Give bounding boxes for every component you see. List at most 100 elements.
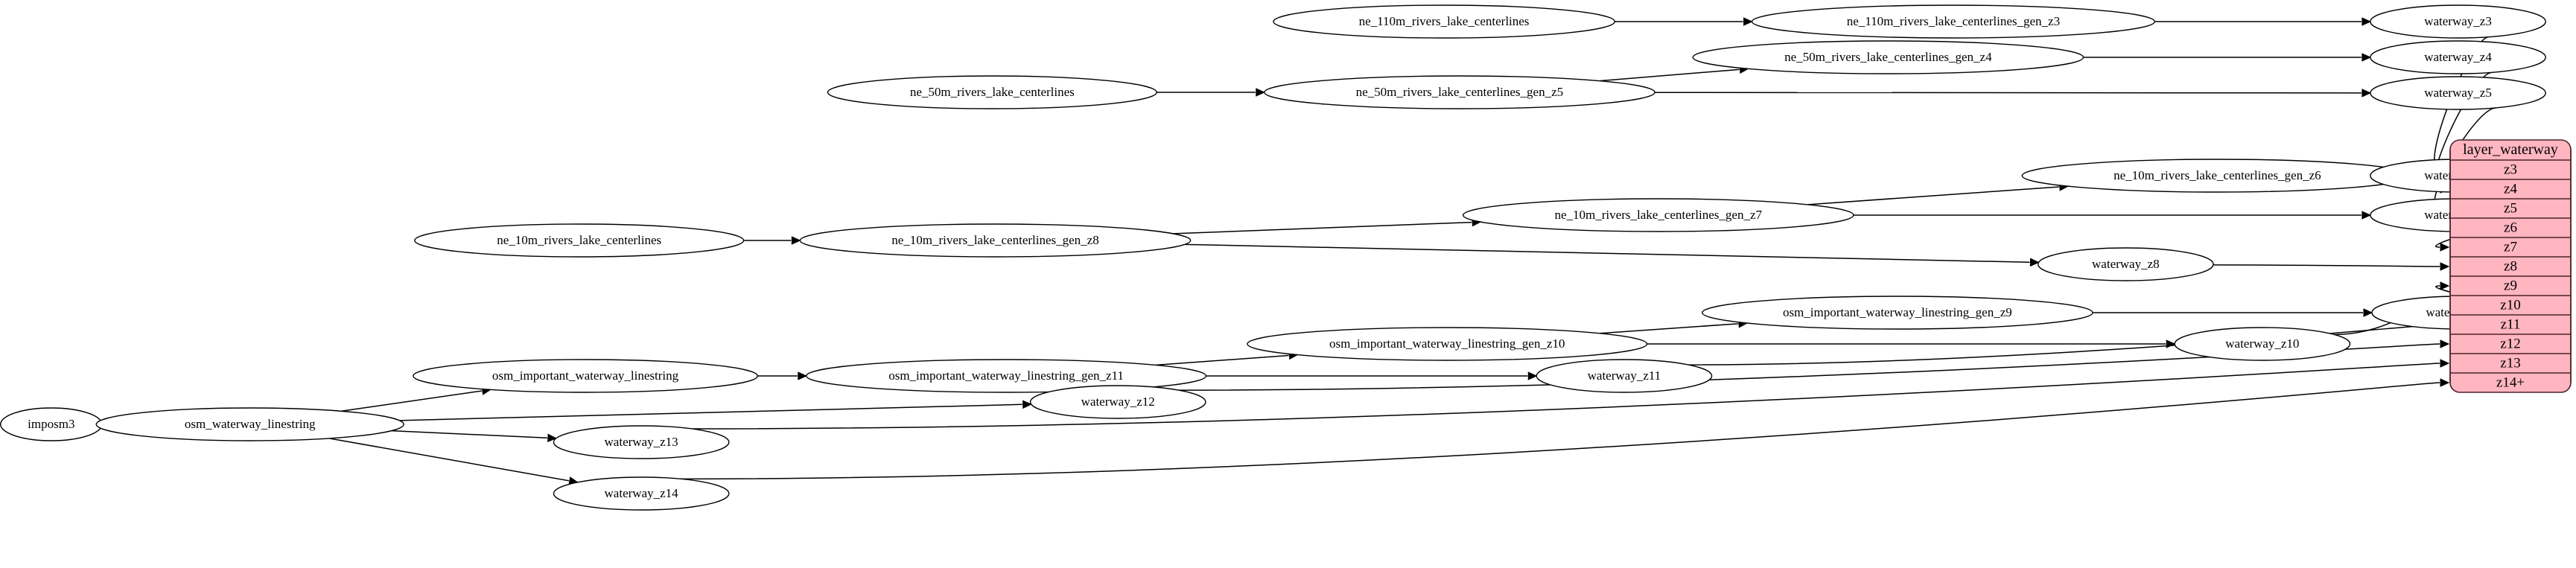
graph-node[interactable]: imposm3 xyxy=(0,407,103,441)
graph-node[interactable]: osm_waterway_linestring xyxy=(95,407,404,441)
graph-node[interactable]: waterway_z3 xyxy=(2370,4,2546,39)
node-ellipse xyxy=(1751,4,2156,39)
graph-node[interactable]: osm_important_waterway_linestring xyxy=(413,359,758,393)
edge-arrowhead xyxy=(2440,243,2450,252)
graph-node[interactable]: ne_110m_rivers_lake_centerlines_gen_z3 xyxy=(1751,4,2156,39)
node-label: osm_important_waterway_linestring_gen_z9 xyxy=(1783,305,2012,319)
graph-node[interactable]: waterway_z13 xyxy=(553,425,730,459)
edge-line xyxy=(680,382,2440,480)
node-label: osm_important_waterway_linestring_gen_z1… xyxy=(1329,336,1565,351)
edge-arrowhead xyxy=(791,236,801,245)
node-ellipse xyxy=(1029,385,1206,419)
edge-arrowhead xyxy=(1743,17,1753,26)
node-label: ne_110m_rivers_lake_centerlines xyxy=(1359,14,1530,28)
graph-node[interactable]: waterway_z14 xyxy=(553,476,730,511)
graph-node[interactable]: ne_50m_rivers_lake_centerlines_gen_z5 xyxy=(1264,75,1656,109)
edge-arrowhead xyxy=(1022,400,1032,409)
graph-node[interactable]: ne_10m_rivers_lake_centerlines xyxy=(414,223,745,258)
layer-table-row[interactable]: z5 xyxy=(2450,200,2571,219)
graph-node[interactable]: waterway_z8 xyxy=(2037,247,2214,281)
graph-node[interactable]: waterway_z4 xyxy=(2370,40,2546,74)
edges-layer xyxy=(95,17,2539,485)
node-label: ne_50m_rivers_lake_centerlines xyxy=(910,85,1075,99)
graph-edge xyxy=(1178,339,2450,391)
node-ellipse xyxy=(95,407,404,441)
layer-table-row[interactable]: z6 xyxy=(2450,220,2571,238)
layer-table-row-label: z11 xyxy=(2501,316,2521,332)
layer-table-row[interactable]: z14+ xyxy=(2496,374,2525,390)
node-ellipse xyxy=(827,75,1157,109)
graph-node[interactable]: ne_10m_rivers_lake_centerlines_gen_z6 xyxy=(2021,159,2414,193)
edge-arrowhead xyxy=(2440,281,2450,290)
node-label: ne_110m_rivers_lake_centerlines_gen_z3 xyxy=(1847,14,2060,28)
edge-arrowhead xyxy=(547,433,558,443)
edge-line xyxy=(1184,243,2030,264)
node-label: waterway_z3 xyxy=(2424,14,2492,28)
node-label: waterway_z11 xyxy=(1588,368,1661,383)
node-ellipse xyxy=(1692,40,2084,74)
graph-node[interactable]: ne_10m_rivers_lake_centerlines_gen_z7 xyxy=(1462,198,1854,232)
layer-table-row[interactable]: z3 xyxy=(2450,162,2571,180)
edge-line xyxy=(1807,186,2059,205)
layer-table-title: layer_waterway xyxy=(2463,141,2558,158)
node-ellipse xyxy=(413,359,758,393)
graph-node[interactable]: ne_110m_rivers_lake_centerlines xyxy=(1273,4,1615,39)
node-ellipse xyxy=(1273,4,1615,39)
node-ellipse xyxy=(1264,75,1656,109)
layer-table-row-label: z12 xyxy=(2500,336,2520,351)
layer-table-row-label: z5 xyxy=(2504,200,2517,216)
graph-edge xyxy=(1615,17,1753,26)
node-ellipse xyxy=(2370,76,2546,110)
node-label: waterway_z10 xyxy=(2225,336,2299,351)
graph-edge xyxy=(341,386,492,412)
graph-node[interactable]: ne_10m_rivers_lake_centerlines_gen_z8 xyxy=(799,223,1192,258)
node-ellipse xyxy=(1247,327,1648,361)
node-label: waterway_z13 xyxy=(605,435,678,449)
graph-edge xyxy=(2093,308,2373,317)
graph-edge xyxy=(1599,65,1749,82)
graph-node[interactable]: ne_50m_rivers_lake_centerlines xyxy=(827,75,1157,109)
graph-node[interactable]: waterway_z5 xyxy=(2370,76,2546,110)
layer-table-row-label: z10 xyxy=(2500,297,2520,313)
graph-node[interactable]: waterway_z10 xyxy=(2174,327,2351,361)
edge-arrowhead xyxy=(1256,88,1265,97)
node-label: osm_waterway_linestring xyxy=(185,417,316,431)
layer-table-row[interactable]: z9 xyxy=(2450,278,2571,296)
edge-arrowhead xyxy=(2166,339,2176,348)
layer-table-row-label: z6 xyxy=(2504,220,2517,235)
layer-table-row[interactable]: z13 xyxy=(2450,355,2571,374)
node-label: osm_important_waterway_linestring_gen_z1… xyxy=(888,368,1124,383)
node-ellipse xyxy=(1702,296,2093,330)
layer-table-row[interactable]: z11 xyxy=(2450,316,2571,335)
node-label: ne_10m_rivers_lake_centerlines_gen_z8 xyxy=(891,233,1099,247)
layer-table-row[interactable]: z8 xyxy=(2450,258,2571,277)
graph-edge xyxy=(1184,243,2040,267)
layer-table-row[interactable]: z12 xyxy=(2450,336,2571,354)
node-ellipse xyxy=(1462,198,1854,232)
graph-node[interactable]: ne_50m_rivers_lake_centerlines_gen_z4 xyxy=(1692,40,2084,74)
node-label: ne_50m_rivers_lake_centerlines_gen_z5 xyxy=(1356,85,1564,99)
layer-table-row-label: z14+ xyxy=(2496,374,2525,390)
node-ellipse xyxy=(553,476,730,511)
layer-table-row[interactable]: z4 xyxy=(2450,181,2571,200)
layer-table-row-label: z3 xyxy=(2504,162,2517,177)
node-ellipse xyxy=(1536,359,1713,393)
graph-node[interactable]: waterway_z11 xyxy=(1536,359,1713,393)
graph-edge xyxy=(2083,53,2372,62)
layer-table-row-label: z7 xyxy=(2504,239,2517,255)
edge-line xyxy=(1173,221,1472,234)
graph-edge xyxy=(1647,339,2176,348)
layer-table-row[interactable]: z7 xyxy=(2450,239,2571,258)
graph-node[interactable]: waterway_z12 xyxy=(1029,385,1206,419)
graph-edge xyxy=(743,236,801,245)
graph-node[interactable]: osm_important_waterway_linestring_gen_z1… xyxy=(806,359,1207,393)
edge-arrowhead xyxy=(2029,258,2040,267)
layer-table-row-label: z9 xyxy=(2504,278,2517,293)
graph-node[interactable]: osm_important_waterway_linestring_gen_z9 xyxy=(1702,296,2093,330)
layer-table-row[interactable]: z10 xyxy=(2450,297,2571,316)
graph-edge xyxy=(1157,88,1265,97)
layer-table-row-label: z13 xyxy=(2500,355,2520,371)
graph-node[interactable]: osm_important_waterway_linestring_gen_z1… xyxy=(1247,327,1648,361)
node-label: ne_10m_rivers_lake_centerlines_gen_z6 xyxy=(2114,168,2321,182)
